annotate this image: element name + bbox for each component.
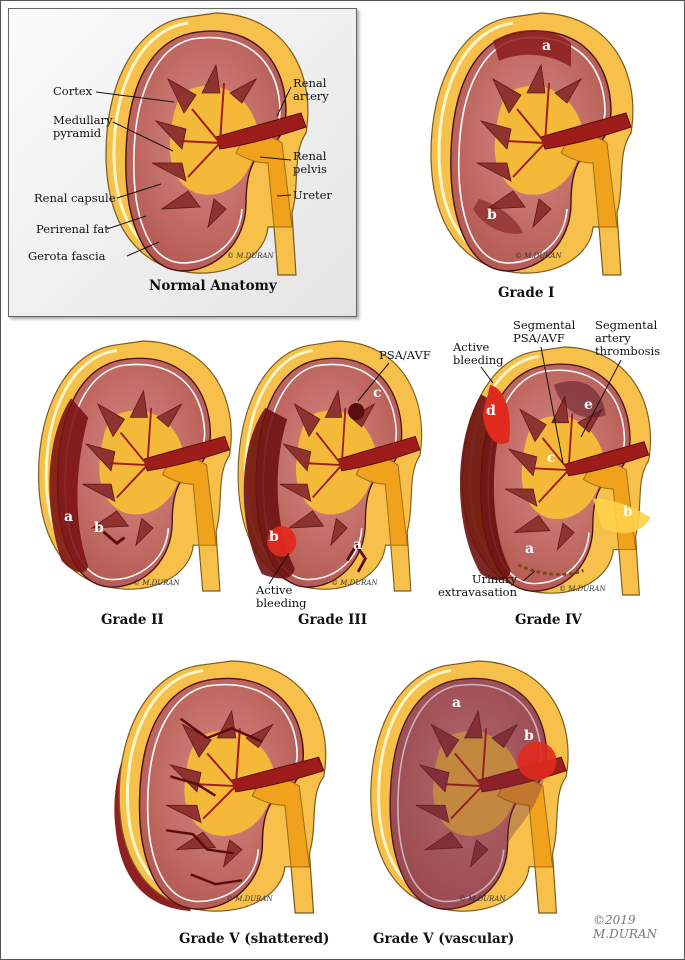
- grade4-infarct: [553, 381, 606, 418]
- grade3-letter-c: c: [373, 385, 382, 401]
- grade1-subcapsular-hematoma: [493, 30, 571, 67]
- grade4-letter-e: e: [584, 397, 593, 413]
- grade1-letter-a: a: [542, 38, 552, 54]
- grade1-contusion: [473, 199, 523, 234]
- grade2-laceration: [102, 530, 126, 546]
- normal-leader-lines: [95, 86, 292, 257]
- leader-perirenal: [106, 215, 147, 230]
- leader-medullary: [112, 121, 174, 152]
- title-grade4: Grade IV: [515, 612, 582, 628]
- grade4-active-bleeding: [482, 384, 510, 444]
- grade5v-letter-a: a: [452, 695, 462, 711]
- label-perirenal-fat: Perirenal fat: [36, 222, 109, 236]
- grade4-urinary-leak: [592, 498, 651, 534]
- leader-cortex: [95, 91, 175, 103]
- title-grade1: Grade I: [498, 285, 555, 301]
- grade4-leader-lines: [480, 346, 622, 582]
- grade3-kidney-illustration: [236, 339, 424, 593]
- grade1-kidney-illustration: [429, 11, 635, 277]
- label-medullary-pyramid: Medullary pyramid: [53, 113, 113, 140]
- title-grade5-shattered: Grade V (shattered): [179, 931, 330, 947]
- grade3-leader-lines: [268, 362, 390, 585]
- title-normal-anatomy: Normal Anatomy: [149, 278, 277, 294]
- grade4-perirenal-hematoma: [459, 394, 511, 581]
- grade2-perirenal-hematoma: [49, 398, 89, 573]
- label-ureter: Ureter: [293, 188, 332, 202]
- title-grade5-vascular: Grade V (vascular): [373, 931, 515, 947]
- grade3-letter-a: a: [353, 537, 363, 553]
- signature-grade5s: © M.DURAN: [226, 895, 273, 903]
- leader-capsule: [116, 183, 162, 199]
- signature-grade3: © M.DURAN: [331, 579, 378, 587]
- grade4-letter-c: c: [547, 450, 556, 466]
- grade5v-letter-b: b: [524, 728, 534, 744]
- title-grade2: Grade II: [101, 612, 164, 628]
- signature-grade1: © M.DURAN: [515, 252, 562, 260]
- grade2-letter-b: b: [94, 520, 104, 536]
- grade3-active-bleeding: [267, 526, 297, 557]
- grade1-letter-b: b: [487, 207, 497, 223]
- grade4-letter-b: b: [623, 504, 633, 520]
- signature-normal: © M.DURAN: [227, 252, 274, 260]
- label-renal-pelvis: Renal pelvis: [293, 149, 327, 176]
- grade4-letter-a: a: [525, 541, 535, 557]
- grade4-label-extravasation: Urinary extravasation: [438, 572, 518, 599]
- grade3-label-active-bleeding: Active bleeding: [256, 583, 307, 610]
- grade5v-devascularized-overlay: [390, 678, 547, 910]
- grade2-kidney-illustration: [37, 339, 233, 593]
- grade4-label-thrombosis: Segmental artery thrombosis: [595, 318, 661, 358]
- grade3-laceration: [346, 542, 367, 573]
- label-gerota-fascia: Gerota fascia: [28, 249, 106, 263]
- signature-grade2: © M.DURAN: [133, 579, 180, 587]
- leader-ureter: [276, 194, 292, 197]
- grade4-kidney-illustration: [459, 345, 652, 597]
- signature-grade5v: © M.DURAN: [459, 895, 506, 903]
- label-cortex: Cortex: [53, 84, 93, 98]
- leader-pelvis: [259, 156, 292, 161]
- grade4-label-segmental-psa: Segmental PSA/AVF: [513, 318, 576, 345]
- copyright-mark: ©2019 M.DURAN: [593, 913, 658, 941]
- grade5v-kidney-illustration: [369, 659, 570, 915]
- leader-artery: [276, 86, 292, 117]
- grade3-psa: [348, 403, 365, 421]
- grade2-letter-a: a: [64, 509, 74, 525]
- grade4-label-active-bleeding: Active bleeding: [453, 340, 504, 367]
- signature-grade4: © M.DURAN: [559, 585, 606, 593]
- leader-gerota: [126, 241, 160, 257]
- grade4-letter-d: d: [486, 403, 496, 419]
- grade3-letter-b: b: [269, 529, 279, 545]
- title-grade3: Grade III: [298, 612, 368, 628]
- label-renal-artery: Renal artery: [293, 76, 329, 103]
- grade3-label-psa: PSA/AVF: [379, 348, 431, 362]
- grade5v-hilar-bleeding: [517, 741, 557, 781]
- grade5s-fracture-lines: [166, 717, 263, 886]
- grade4-extravasation: [517, 563, 584, 576]
- grade5s-kidney-illustration: [114, 659, 328, 915]
- label-renal-capsule: Renal capsule: [34, 191, 116, 205]
